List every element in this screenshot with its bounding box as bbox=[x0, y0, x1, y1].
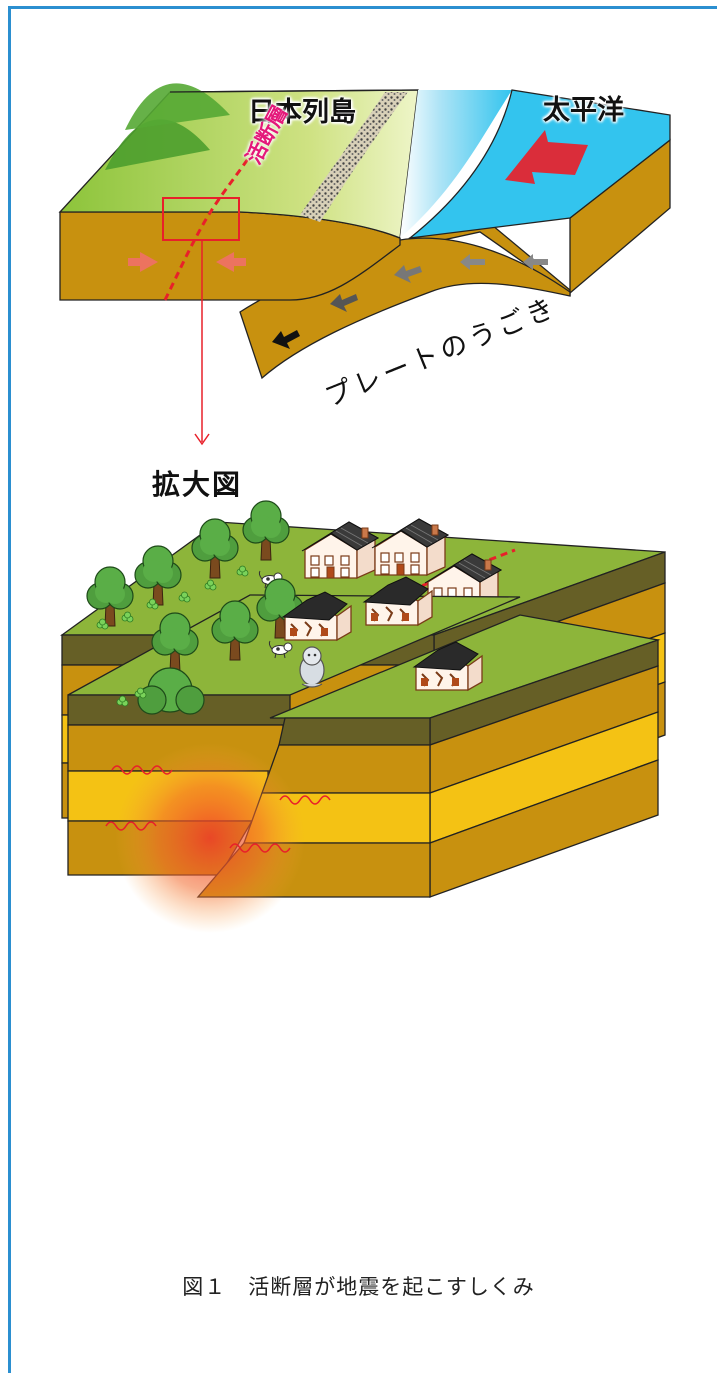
zoom-block-after bbox=[67, 576, 661, 933]
plate-block bbox=[58, 83, 671, 446]
japan-islands-label: 日本列島 bbox=[248, 97, 356, 128]
zoom-view-label: 拡大図 bbox=[152, 468, 243, 501]
figure-frame bbox=[8, 6, 717, 1373]
figure-caption: 図１ 活断層が地震を起こすしくみ bbox=[182, 1275, 535, 1299]
pacific-ocean-label: 太平洋 bbox=[543, 95, 624, 126]
